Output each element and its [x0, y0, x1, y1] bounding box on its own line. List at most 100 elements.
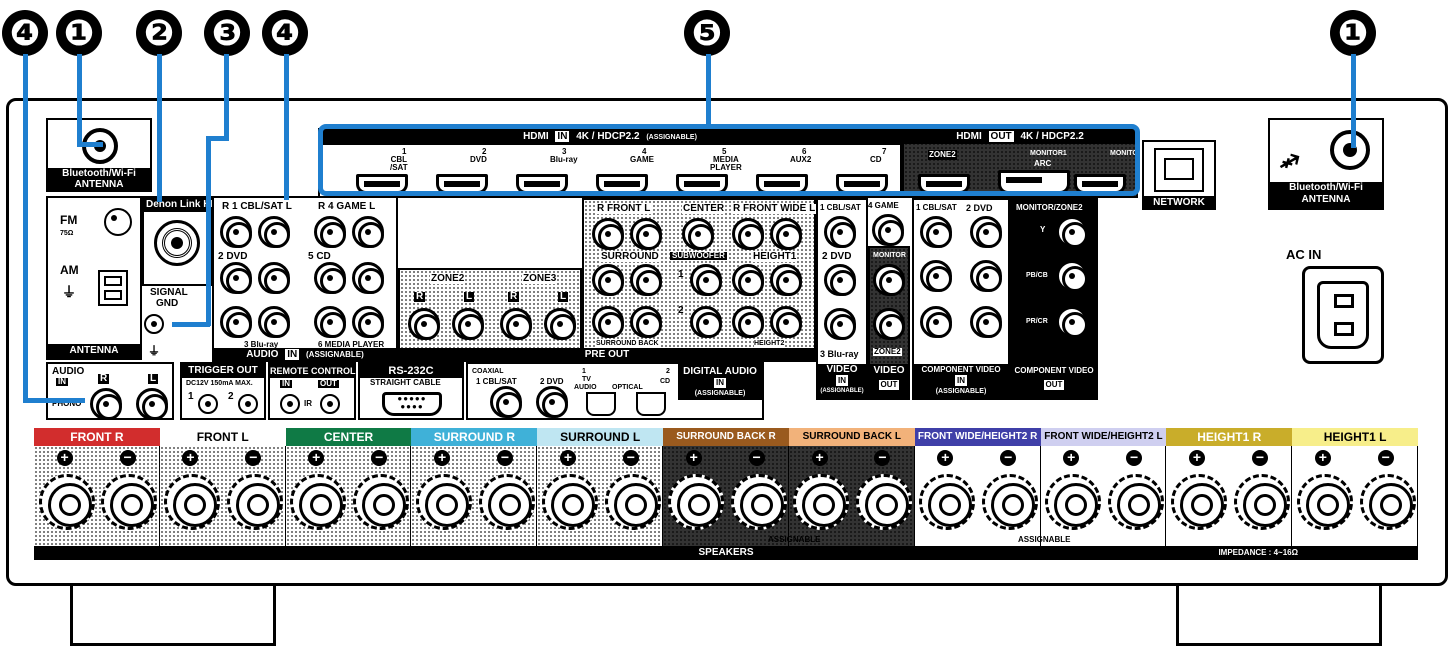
trigger-block: TRIGGER OUT DC12V 150mA MAX. 1 2	[180, 362, 266, 420]
remote-out-jack-icon[interactable]	[320, 394, 340, 414]
audio-in-2l-icon[interactable]	[258, 262, 290, 294]
speaker-plus-terminal-icon[interactable]	[415, 474, 472, 530]
speaker-minus-terminal-icon[interactable]	[1107, 474, 1164, 530]
antenna-plug-icon: ⥇	[1271, 140, 1307, 179]
digital-tv: TV	[582, 376, 591, 383]
comp-in-1y-icon[interactable]	[920, 216, 952, 248]
audio-in-6r-icon[interactable]	[314, 306, 346, 338]
audio-in-5r-icon[interactable]	[314, 262, 346, 294]
pre-sub1-icon[interactable]	[690, 264, 722, 296]
pre-h1-l-icon[interactable]	[770, 264, 802, 296]
speaker-minus-terminal-icon[interactable]	[604, 474, 661, 530]
pre-sb-l-icon[interactable]	[630, 306, 662, 338]
video-out-monitor-icon[interactable]	[873, 264, 905, 296]
comp-out-y-icon[interactable]	[1056, 216, 1088, 248]
trigger-1-jack-icon[interactable]	[198, 394, 218, 414]
zone3-l-jack-icon[interactable]	[544, 308, 576, 340]
ac-inlet-icon[interactable]	[1302, 266, 1384, 364]
speaker-plus-terminal-icon[interactable]	[919, 474, 976, 530]
coaxial-1-icon[interactable]	[490, 386, 522, 418]
zone2-l-jack-icon[interactable]	[452, 308, 484, 340]
speaker-channel-header: SURROUND R	[411, 428, 538, 446]
video-in-1-icon[interactable]	[824, 216, 856, 248]
speaker-minus-terminal-icon[interactable]	[101, 474, 158, 530]
pre-front-l-icon[interactable]	[630, 218, 662, 250]
minus-icon: −	[1000, 450, 1017, 466]
phono-r-icon[interactable]	[90, 388, 122, 420]
audio-in-1l-icon[interactable]	[258, 216, 290, 248]
comp-in-1pb-icon[interactable]	[920, 260, 952, 292]
zone2-r-jack-icon[interactable]	[408, 308, 440, 340]
video-out-zone2-icon[interactable]	[873, 308, 905, 340]
audio-in-4l-icon[interactable]	[352, 216, 384, 248]
optical-tv-icon[interactable]	[586, 392, 616, 416]
am-terminal-icon[interactable]	[98, 270, 128, 306]
pre-surround-l-icon[interactable]	[630, 264, 662, 296]
pre-fw-l-icon[interactable]	[770, 218, 802, 250]
speaker-plus-terminal-icon[interactable]	[1296, 474, 1353, 530]
pre-front-r-icon[interactable]	[592, 218, 624, 250]
remote-in-jack-icon[interactable]	[280, 394, 300, 414]
speaker-plus-terminal-icon[interactable]	[1170, 474, 1227, 530]
speaker-minus-terminal-icon[interactable]	[982, 474, 1039, 530]
audio-in-4r-icon[interactable]	[314, 216, 346, 248]
audio-in-3l-icon[interactable]	[258, 306, 290, 338]
speaker-plus-terminal-icon[interactable]	[793, 474, 850, 530]
video-in-4-icon[interactable]	[872, 214, 904, 246]
pre-sb-r-icon[interactable]	[592, 306, 624, 338]
speaker-minus-terminal-icon[interactable]	[227, 474, 284, 530]
video-in-2-icon[interactable]	[824, 264, 856, 296]
pre-fw-r-icon[interactable]	[732, 218, 764, 250]
pre-h2-r-icon[interactable]	[732, 306, 764, 338]
speaker-minus-terminal-icon[interactable]	[856, 474, 913, 530]
speaker-plus-terminal-icon[interactable]	[38, 474, 95, 530]
comp-in-2pr-icon[interactable]	[970, 306, 1002, 338]
fm-jack-icon[interactable]	[104, 208, 132, 236]
comp-out-pr-icon[interactable]	[1056, 306, 1088, 338]
audio-in-5l-icon[interactable]	[352, 262, 384, 294]
audio-in-6l-icon[interactable]	[352, 306, 384, 338]
speaker-channel-header: FRONT WIDE/HEIGHT2 R	[914, 428, 1041, 446]
video-out-monitor: MONITOR	[873, 252, 906, 259]
coaxial-2-icon[interactable]	[536, 386, 568, 418]
trigger-2-jack-icon[interactable]	[238, 394, 258, 414]
speaker-minus-terminal-icon[interactable]	[353, 474, 410, 530]
speaker-plus-terminal-icon[interactable]	[290, 474, 347, 530]
speaker-minus-terminal-icon[interactable]	[730, 474, 787, 530]
video-in-3-icon[interactable]	[824, 308, 856, 340]
minus-icon: −	[1126, 450, 1143, 466]
pre-sub2-icon[interactable]	[690, 306, 722, 338]
speaker-plus-terminal-icon[interactable]	[1045, 474, 1102, 530]
ethernet-port-icon[interactable]	[1154, 148, 1204, 192]
optical-cd-icon[interactable]	[636, 392, 666, 416]
plus-icon: +	[1314, 450, 1331, 466]
minus-icon: −	[1377, 450, 1394, 466]
pre-center-icon[interactable]	[682, 218, 714, 250]
zone3-r-jack-icon[interactable]	[500, 308, 532, 340]
zone3-r: R	[508, 291, 520, 302]
comp-in-2y-icon[interactable]	[970, 216, 1002, 248]
comp-out-pb-icon[interactable]	[1056, 260, 1088, 292]
rs232-port-icon[interactable]: ●●●●●●●●●	[382, 392, 442, 416]
phono-l-icon[interactable]	[136, 388, 168, 420]
pre-h1-r-icon[interactable]	[732, 264, 764, 296]
pre-h2-l-icon[interactable]	[770, 306, 802, 338]
speaker-channel-cell: +−	[663, 446, 789, 546]
speaker-minus-terminal-icon[interactable]	[1359, 474, 1416, 530]
speaker-plus-terminal-icon[interactable]	[541, 474, 598, 530]
pre-surround-r-icon[interactable]	[592, 264, 624, 296]
speaker-minus-terminal-icon[interactable]	[478, 474, 535, 530]
audio-in-3r-icon[interactable]	[220, 306, 252, 338]
speaker-plus-terminal-icon[interactable]	[164, 474, 221, 530]
speaker-minus-terminal-icon[interactable]	[1233, 474, 1290, 530]
bt-right-jack-icon[interactable]	[1330, 130, 1370, 170]
denon-link-jack-icon[interactable]	[154, 220, 200, 266]
leader-3-down	[206, 136, 211, 326]
zone3-l: L	[558, 291, 569, 302]
audio-in-2r-icon[interactable]	[220, 262, 252, 294]
comp-in-2pb-icon[interactable]	[970, 260, 1002, 292]
signal-gnd-screw-icon[interactable]	[144, 314, 164, 334]
audio-in-1r-icon[interactable]	[220, 216, 252, 248]
speaker-plus-terminal-icon[interactable]	[667, 474, 724, 530]
comp-in-1pr-icon[interactable]	[920, 306, 952, 338]
